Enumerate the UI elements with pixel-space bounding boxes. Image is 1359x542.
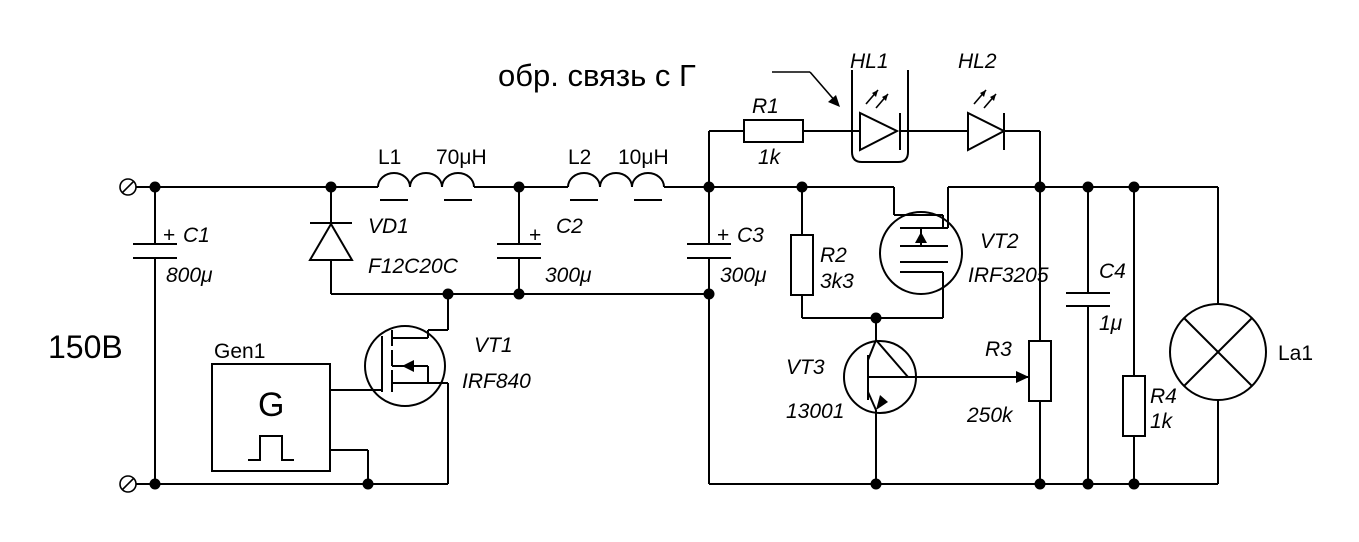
resistor-r4: R4 1k [1122,375,1177,437]
r1-ref: R1 [752,95,779,118]
r2-value: 3k3 [820,270,854,293]
feedback-note: обр. связь с Г [498,58,696,93]
vt3-part: 13001 [786,400,844,423]
generator-gen1: Gen1 G [211,340,331,472]
vd1-ref: VD1 [368,215,409,238]
feedback-annotation: обр. связь с Г [498,58,840,107]
c4-ref: C4 [1099,260,1126,283]
inductor-l1: L1 70μH [377,146,487,201]
wires [128,130,1219,485]
hl1-ref: HL1 [850,50,889,73]
terminal-top [119,178,137,196]
r1-value: 1k [758,146,782,169]
c1-plus: + [163,224,175,247]
pulse-icon [248,435,294,461]
c2-value: 300μ [545,264,592,287]
inductor-l2: L2 10μH [567,146,669,201]
transistor-vt2: VT2 IRF3205 [879,211,1049,295]
l2-ref: L2 [568,146,591,169]
vt3-ref: VT3 [786,356,825,379]
c3-plus: + [717,224,729,247]
capacitor-c1: + C1 800μ [133,224,213,287]
la1-ref: La1 [1278,342,1313,365]
r2-ref: R2 [820,244,847,267]
r4-value: 1k [1150,410,1174,433]
vt1-part: IRF840 [462,370,531,393]
capacitor-c2: + C2 300μ [497,215,592,287]
vd1-part: F12C20C [368,255,459,278]
l2-value: 10μH [618,146,669,169]
c3-value: 300μ [720,264,767,287]
capacitor-c3: + C3 300μ [687,224,767,287]
potentiometer-r3: R3 250k [966,338,1052,427]
c4-value: 1μ [1099,312,1123,335]
transistor-vt1: VT1 IRF840 [364,325,531,407]
c3-ref: C3 [737,224,764,247]
r3-ref: R3 [985,338,1012,361]
r3-value: 250k [966,404,1014,427]
terminal-bottom [119,475,137,493]
vt1-ref: VT1 [474,334,513,357]
supply-label: 150В [48,329,123,365]
transistor-vt3: VT3 13001 [786,339,917,423]
gen-ref: Gen1 [214,340,265,363]
diode-vd1: VD1 F12C20C [308,215,459,278]
resistor-r2: R2 3k3 [790,234,854,296]
resistor-r1: R1 1k [743,95,804,169]
c1-value: 800μ [166,264,213,287]
l1-value: 70μH [436,146,487,169]
c1-ref: C1 [183,224,210,247]
vt2-ref: VT2 [980,230,1019,253]
hl2-ref: HL2 [958,50,997,73]
junction-dots [149,181,1140,490]
led-hl1: HL1 [850,50,909,163]
led-hl2: HL2 [958,50,1007,152]
c2-ref: C2 [556,215,583,238]
lamp-la1: La1 [1169,303,1313,401]
capacitor-c4: C4 1μ [1066,260,1126,335]
l1-ref: L1 [378,146,401,169]
c2-plus: + [529,224,541,247]
gen-symbol: G [258,386,284,424]
vt2-part: IRF3205 [968,264,1049,287]
r4-ref: R4 [1150,385,1177,408]
